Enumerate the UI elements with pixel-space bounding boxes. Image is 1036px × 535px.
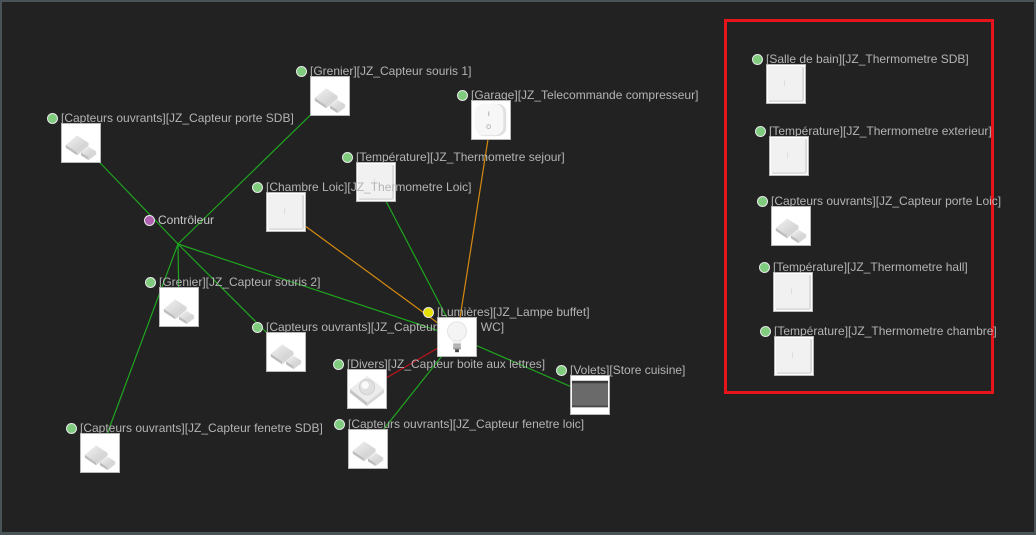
thermometer-icon (774, 336, 814, 376)
status-dot (752, 54, 763, 65)
status-dot (252, 322, 263, 333)
status-dot (252, 182, 263, 193)
link-lampe-telecommande (456, 119, 492, 338)
controller-status-dot (144, 215, 155, 226)
thermometer-icon (773, 272, 813, 312)
motion-sensor-icon (347, 369, 387, 409)
status-dot (333, 359, 344, 370)
door-sensor-icon (771, 206, 811, 246)
door-sensor-icon (348, 429, 388, 469)
status-dot (757, 196, 768, 207)
status-dot (457, 90, 468, 101)
link-lampe-thermo_sejour (375, 181, 458, 338)
link-hub-lampe (177, 243, 458, 338)
status-dot (47, 113, 58, 124)
status-dot (145, 277, 156, 288)
status-dot (755, 126, 766, 137)
blind-icon (570, 375, 610, 415)
node-label: [Capteurs ouvrants][JZ_Capteur porte Loi… (771, 194, 1002, 208)
status-dot (342, 152, 353, 163)
status-dot (296, 66, 307, 77)
door-sensor-icon (159, 287, 199, 327)
link-lampe-store (456, 336, 591, 396)
controller-label: Contrôleur (158, 213, 215, 227)
node-label: [Capteurs ouvrants][JZ_Capteur porte SDB… (61, 111, 294, 125)
node-label: [Grenier][JZ_Capteur souris 2] (159, 275, 321, 289)
door-sensor-icon (61, 123, 101, 163)
door-sensor-icon (266, 332, 306, 372)
node-label: [Chambre Loic][JZ_Thermometre Loic] (266, 180, 472, 194)
node-label: [Température][JZ_Thermometre sejour] (356, 150, 565, 164)
status-dot (66, 423, 77, 434)
thermometer-icon (769, 136, 809, 176)
node-label: [Divers][JZ_Capteur boite aux lettres] (347, 357, 546, 371)
remote-icon (471, 100, 511, 140)
status-dot (556, 365, 567, 376)
unlinked-nodes-highlight (724, 19, 994, 394)
status-dot (760, 326, 771, 337)
light-bulb-icon (437, 317, 477, 357)
node-label: [Capteurs ouvrants][JZ_Capteur fenetre S… (80, 421, 323, 435)
thermometer-icon (266, 192, 306, 232)
node-label: [Lumières][JZ_Lampe buffet] (437, 305, 590, 319)
link-hub-fenetre_sdb (99, 243, 179, 454)
status-dot (759, 262, 770, 273)
node-label: [Volets][Store cuisine] (570, 363, 686, 377)
node-label: [Garage][JZ_Telecommande compresseur] (471, 88, 699, 102)
node-label: [Température][JZ_Thermometre hall] (773, 260, 968, 274)
node-label: [Capteurs ouvrants][JZ_Capteur fenetre l… (348, 417, 585, 431)
thermometer-icon (766, 64, 806, 104)
door-sensor-icon (310, 76, 350, 116)
node-label: [Grenier][JZ_Capteur souris 1] (310, 64, 472, 78)
node-label: [Température][JZ_Thermometre chambre] (774, 324, 997, 338)
thermometer-icon (356, 162, 396, 202)
door-sensor-icon (80, 433, 120, 473)
status-dot (423, 307, 434, 318)
node-label: [Salle de bain][JZ_Thermometre SDB] (766, 52, 969, 66)
status-dot (334, 419, 345, 430)
link-hub-souris1 (177, 95, 331, 245)
node-label: [Température][JZ_Thermometre exterieur] (769, 124, 992, 138)
